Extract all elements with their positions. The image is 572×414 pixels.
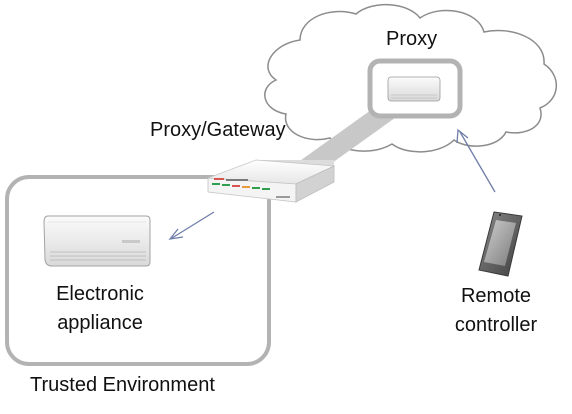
proxy-label: Proxy [386,28,438,50]
remote-controller-label-line1: Remote [460,285,532,307]
gateway-label: Proxy/Gateway [150,119,286,141]
arrow-to-appliance [168,211,215,240]
electronic-appliance-label: Electronic appliance [30,281,170,336]
air-conditioner-icon [43,215,151,267]
air-conditioner-icon [387,76,441,102]
smartphone-icon [478,211,523,277]
electronic-appliance-label-line2: appliance [57,312,143,334]
electronic-appliance-label-line1: Electronic [56,283,144,305]
arrow-to-proxy [456,128,496,193]
remote-controller-label: Remote controller [426,283,566,338]
gateway-device-icon [207,159,336,203]
trusted-environment-box [5,175,271,366]
trusted-environment-label: Trusted Environment [30,374,215,396]
remote-controller-label-line2: controller [454,314,538,336]
